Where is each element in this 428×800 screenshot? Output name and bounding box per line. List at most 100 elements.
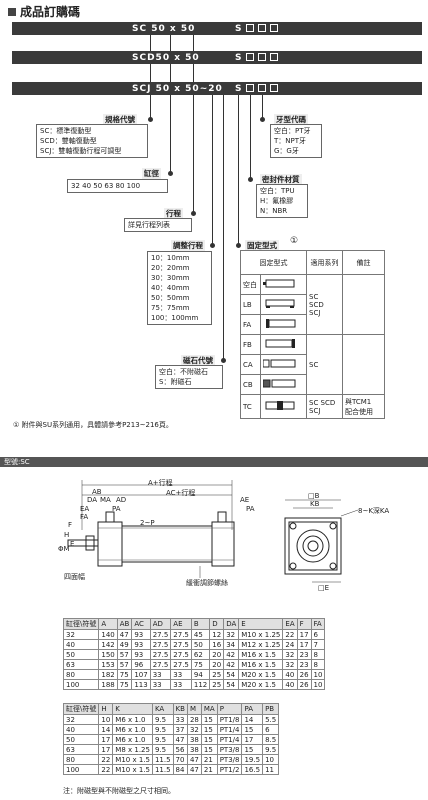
table-cell: M20 x 1.5 [238,669,284,680]
table-cell: 93 [131,629,151,640]
table-cell: 15 [241,744,264,755]
table-cell: 54 [223,669,240,680]
table-cell: 50 [62,649,100,660]
table-header-cell: AD [149,618,172,630]
bore-header: 缸徑 [142,168,161,179]
table-header-cell: PB [262,703,280,715]
adjust-line: 20：20mm [151,264,190,272]
series-line: SC [309,292,319,301]
table-cell: 32 [186,724,202,735]
table-cell: 27.5 [170,629,192,640]
table-cell: 15 [241,724,264,735]
bore-values: 32 40 50 63 80 100 [71,182,141,190]
table-cell: PT1/4 [216,724,243,735]
connector-dot [168,171,173,176]
table-cell: M6 x 1.0 [112,714,153,725]
table-cell: 32 [282,659,298,670]
table-cell: 188 [98,679,118,690]
table-cell: 11 [262,764,280,775]
table-cell: 34 [223,639,240,650]
table-cell: 150 [98,649,118,660]
connector-dot [148,117,153,122]
table-cell: M6 x 1.0 [112,734,153,745]
dim-ma: MA [100,496,111,504]
dim-sq-b: □B [308,492,320,500]
table-cell: 47 [172,734,188,745]
table-cell: 47 [116,629,133,640]
order-bar-scj: SCJ 50 x 50~20 S [12,82,422,95]
seal-line: H：氟橡膠 [260,197,294,205]
table-cell: M16 x 1.5 [238,649,284,660]
cylinder-icon [263,279,299,288]
dim-fa: FA [80,513,89,521]
table-header-cell: KB [172,703,188,715]
table-header-cell: 缸徑\符號 [62,618,100,630]
seal-line: 空白：TPU [260,187,295,195]
table-cell: 47 [186,764,202,775]
connector-dot [248,177,253,182]
mount-table: 固定型式 適用系列 備註 空白 SC SCD SCJ LB FA FB SC C… [240,250,385,419]
table-header-cell: AB [116,618,133,630]
table-cell: 32 [62,629,100,640]
mount-circle: ① [290,236,299,246]
thread-line: G：G牙 [274,147,299,155]
mount-code: CA [240,354,261,375]
table-cell: M10 x 1.25 [238,629,284,640]
dim-ea: EA [80,505,90,513]
table-cell: 182 [98,669,118,680]
table-cell: 17 [98,734,114,745]
connector-dot [236,243,241,248]
table-cell: 96 [131,659,151,670]
model-section-bar: 型號:SC [0,457,428,467]
fb-flange-icon [263,339,299,348]
table-cell: 50 [62,734,100,745]
mount-icon-cell [260,294,307,315]
table-cell: 17 [98,744,114,755]
mount-header: 固定型式 [245,240,279,251]
note-2: 注：附磁型與不附磁型之尺寸相同。 [63,787,175,795]
mount-icon-cell [260,394,307,419]
mount-code: FA [240,314,261,335]
mount-col-series: 適用系列 [306,250,343,275]
adjust-box: 10：10mm 20：20mm 30：30mm 40：40mm 50：50mm … [147,251,212,325]
code-box [258,84,266,92]
connector [150,35,151,51]
table-cell: 40 [62,724,100,735]
table-cell: M20 x 1.5 [238,679,284,690]
stroke-box: 詳見行程列表 [124,218,192,232]
table-cell: 14 [98,724,114,735]
cylinder-drawing [67,480,359,583]
table-cell: 57 [116,649,133,660]
mount-code: LB [240,294,261,315]
page-title: 成品訂購碼 [8,3,80,20]
connector [212,95,213,245]
table-cell: 19.5 [241,754,264,765]
table-cell: 27.5 [149,639,172,650]
seal-box: 空白：TPU H：氟橡膠 N：NBR [256,184,308,218]
cushion-label: 緩衝調節螺絲 [186,579,228,587]
table-cell: 42 [223,659,240,670]
connector [170,64,171,82]
title-square-icon [8,7,16,16]
connector [193,35,194,51]
mount-code: 空白 [240,274,261,295]
table-cell: 33 [170,669,192,680]
mount-icon-cell [260,374,307,395]
table-cell: 94 [190,669,211,680]
order-bar-scd: SCD50 x 50 S [12,51,422,64]
mount-note-empty [342,274,385,335]
table-cell: 12 [209,629,225,640]
stroke-header: 行程 [164,208,183,219]
table-header-cell: A [98,618,118,630]
table-cell: 15 [200,734,218,745]
connector-dot [221,358,226,363]
spec-box: SC：標準復動型 SCD：雙軸復動型 SCJ：雙軸復動行程可調型 [36,124,148,158]
table-header-cell: K [112,703,153,715]
dim-f: F [68,521,73,529]
table-cell: 62 [190,649,211,660]
